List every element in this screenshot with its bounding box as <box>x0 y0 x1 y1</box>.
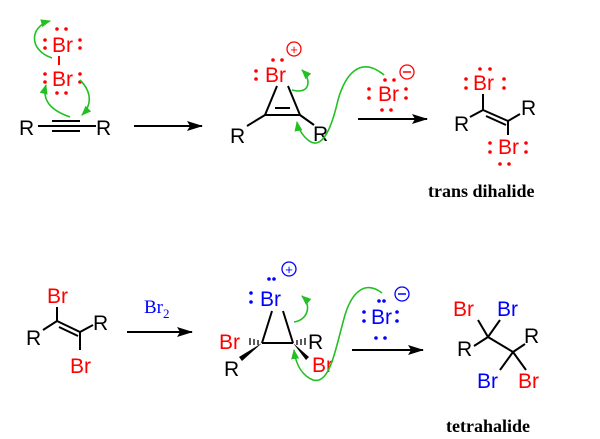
bromine-atom: Br <box>52 68 73 91</box>
bromonium-intermediate: Br + Br R R Br <box>219 261 333 381</box>
bromine-atom: Br <box>498 136 519 159</box>
positive-charge-icon <box>281 261 297 277</box>
bromine-atom: Br <box>453 298 474 321</box>
bromine-atom: Br <box>497 298 518 321</box>
electron-arrow <box>79 79 92 116</box>
reagent-br2: Br2 <box>144 297 170 321</box>
r-group: R <box>521 97 536 120</box>
r-group: R <box>224 358 239 381</box>
charge-label: + <box>290 42 298 57</box>
r-group: R <box>230 125 245 148</box>
positive-charge-icon <box>286 41 302 57</box>
product-label-tetrahalide: tetrahalide <box>446 416 530 436</box>
product-label-trans-dihalide: trans dihalide <box>428 181 535 201</box>
negative-charge-icon <box>394 286 410 302</box>
electron-arrow <box>33 19 53 59</box>
bromine-atom: Br <box>473 72 494 95</box>
r-group: R <box>93 312 108 335</box>
bromide-ion: Br <box>367 64 415 112</box>
electron-arrow <box>291 286 383 382</box>
bromine-atom: Br <box>371 306 392 329</box>
bromine-atom: Br <box>219 331 240 354</box>
r-group: R <box>524 325 539 348</box>
r-group: R <box>457 338 472 361</box>
dihalide-reactant: Br R R Br <box>26 285 108 378</box>
bromine-atom: Br <box>378 83 399 106</box>
lone-pairs <box>43 27 82 95</box>
alkyne: R R <box>19 117 111 140</box>
bromine-atom: Br <box>70 355 91 378</box>
bromine-atom: Br <box>265 64 286 87</box>
electron-arrow <box>293 295 312 323</box>
r-group: R <box>454 113 469 136</box>
charge-label: + <box>285 262 293 277</box>
electron-arrow <box>294 66 385 144</box>
electron-arrow <box>39 84 71 118</box>
bromine-atom: Br <box>260 288 281 311</box>
r-group: R <box>96 117 111 140</box>
hashed-bond <box>249 338 306 345</box>
electron-arrow <box>291 69 312 92</box>
bromine-atom: Br <box>477 370 498 393</box>
r-group: R <box>308 331 323 354</box>
bromine-atom: Br <box>52 34 73 57</box>
trans-dihalide: Br R R Br <box>454 67 536 166</box>
bromine-molecule: Br Br <box>43 27 82 95</box>
r-group: R <box>313 123 328 146</box>
bromirenium-intermediate: Br + R R <box>230 41 328 148</box>
negative-charge-icon <box>399 64 415 80</box>
bromine-atom: Br <box>518 370 539 393</box>
bromide-ion: Br <box>362 286 410 340</box>
wedge-bond <box>239 343 262 361</box>
r-group: R <box>26 327 41 350</box>
r-group: R <box>19 117 34 140</box>
tetrahalide: Br Br R R Br Br <box>453 298 539 393</box>
bromine-atom: Br <box>47 285 68 308</box>
wedge-bond <box>293 343 309 360</box>
